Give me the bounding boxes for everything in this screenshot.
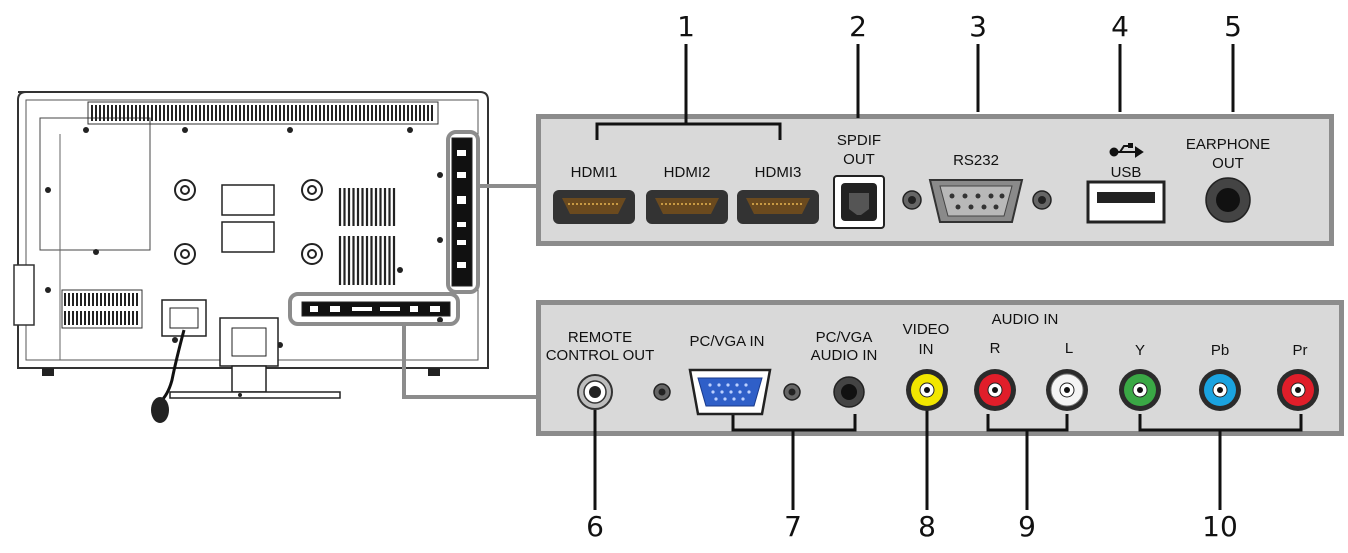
component-y-jack xyxy=(1119,369,1161,411)
callout-number-3: 3 xyxy=(969,10,987,43)
audio-r-label: R xyxy=(989,340,1001,357)
remote-control-out-jack xyxy=(577,374,613,410)
pcvga-audio-label-line1: PC/VGA xyxy=(815,329,873,346)
audio-l-label: L xyxy=(1064,340,1074,357)
callout-number-4: 4 xyxy=(1111,10,1129,43)
pcvga-audio-label-line2: AUDIO IN xyxy=(810,347,878,364)
callout-number-8: 8 xyxy=(918,510,936,543)
audio-in-left-jack xyxy=(1046,369,1088,411)
rear-vents xyxy=(338,188,396,285)
rs232-screw-right xyxy=(1032,190,1052,210)
audio-in-label: AUDIO IN xyxy=(991,311,1059,328)
callout-number-7: 7 xyxy=(784,510,802,543)
video-in-label-line1: VIDEO xyxy=(902,321,950,338)
component-pb-jack xyxy=(1199,369,1241,411)
video-in-jack xyxy=(906,369,948,411)
component-pr-label: Pr xyxy=(1292,342,1308,359)
earphone-label-line1: EARPHONE xyxy=(1185,136,1271,153)
top-vent xyxy=(87,101,439,125)
pc-vga-audio-in-jack xyxy=(833,376,865,408)
component-pr-jack xyxy=(1277,369,1319,411)
usb-label: USB xyxy=(1110,164,1142,181)
video-in-label-line2: IN xyxy=(918,341,934,358)
vga-screw-right xyxy=(783,383,801,401)
hdmi1-port xyxy=(553,190,635,224)
pcvga-in-label: PC/VGA IN xyxy=(689,333,765,350)
vesa-mount-holes xyxy=(174,179,323,265)
earphone-jack xyxy=(1205,177,1251,223)
callout-number-1: 1 xyxy=(677,10,695,43)
usb-icon xyxy=(1109,143,1144,158)
rs232-label: RS232 xyxy=(953,152,999,169)
callout-number-2: 2 xyxy=(849,10,867,43)
pc-vga-port xyxy=(688,368,772,416)
hdmi2-port xyxy=(646,190,728,224)
hdmi1-label: HDMI1 xyxy=(570,164,618,181)
audio-in-right-jack xyxy=(974,369,1016,411)
callout-number-10: 10 xyxy=(1202,510,1238,543)
vga-screw-left xyxy=(653,383,671,401)
callout-number-6: 6 xyxy=(586,510,604,543)
bottom-callout-lines xyxy=(593,410,1303,510)
usb-port xyxy=(1086,180,1166,224)
earphone-label-line2: OUT xyxy=(1212,155,1244,172)
spdif-port xyxy=(833,175,885,229)
remote-label-line2: CONTROL OUT xyxy=(545,347,655,364)
callout-number-9: 9 xyxy=(1018,510,1036,543)
remote-label-line1: REMOTE xyxy=(567,329,633,346)
component-pb-label: Pb xyxy=(1210,342,1230,359)
hdmi3-port xyxy=(737,190,819,224)
hdmi2-label: HDMI2 xyxy=(663,164,711,181)
component-y-label: Y xyxy=(1134,342,1145,359)
rs232-port xyxy=(928,179,1024,223)
callout-number-5: 5 xyxy=(1224,10,1242,43)
rs232-screw-left xyxy=(902,190,922,210)
hdmi3-label: HDMI3 xyxy=(754,164,802,181)
spdif-label-line2: OUT xyxy=(843,151,875,168)
spdif-label-line1: SPDIF xyxy=(836,132,882,149)
top-callout-lines xyxy=(595,44,1235,140)
bottom-connector-panel xyxy=(536,300,1344,436)
